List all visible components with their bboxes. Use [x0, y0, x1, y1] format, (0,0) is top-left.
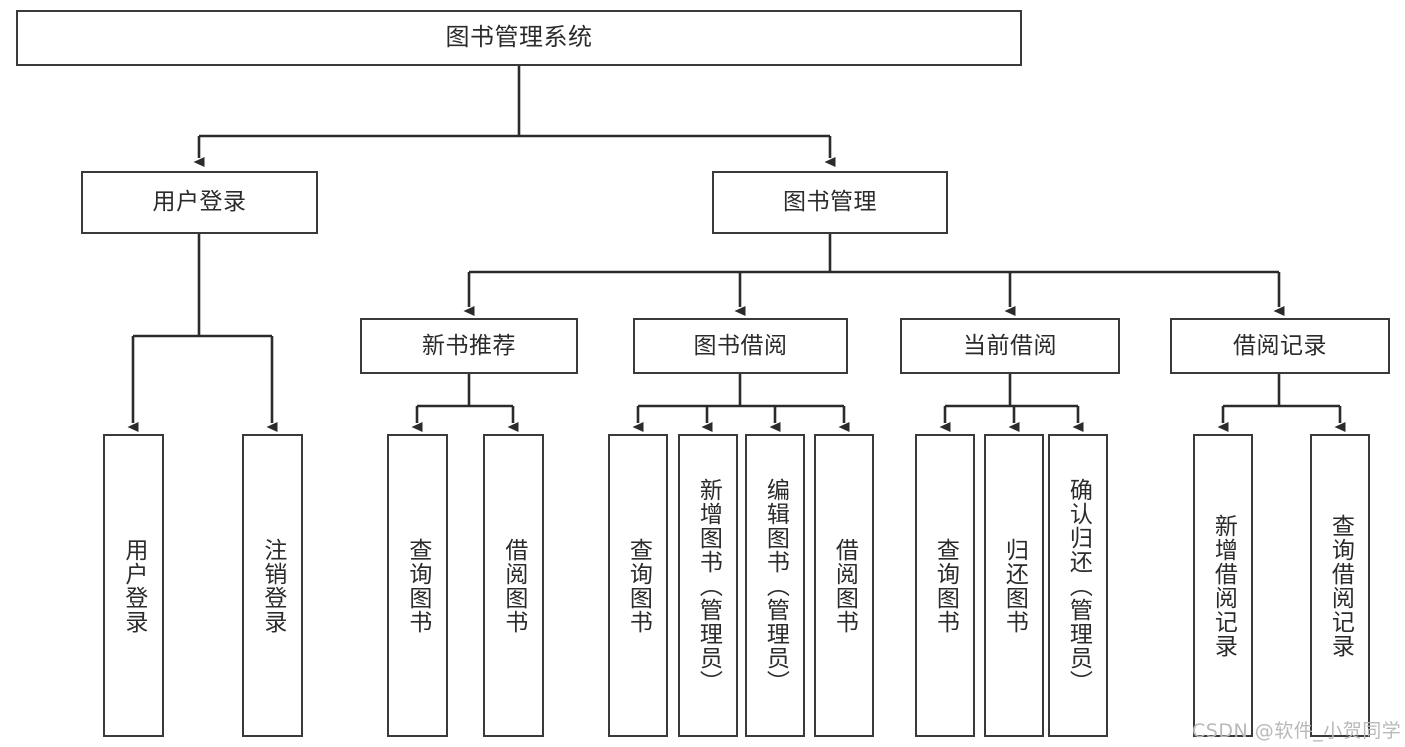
- leaf-query-book-1-label: 查询图书: [404, 537, 431, 634]
- leaf-user-login-label: 用户登录: [120, 537, 147, 634]
- leaf-query-book-3[interactable]: 查询图书: [915, 434, 975, 737]
- leaf-return-book-label: 归还图书: [1001, 537, 1028, 634]
- leaf-borrow-book-1-label: 借阅图书: [500, 537, 527, 634]
- leaf-query-book-1[interactable]: 查询图书: [387, 434, 448, 737]
- leaf-user-login[interactable]: 用户登录: [103, 434, 164, 737]
- leaf-add-record-label: 新增借阅记录: [1210, 513, 1237, 658]
- leaf-borrow-book-1[interactable]: 借阅图书: [483, 434, 544, 737]
- leaf-query-book-2-label: 查询图书: [625, 537, 652, 634]
- node-book-management[interactable]: 图书管理: [712, 171, 948, 234]
- leaf-query-book-2[interactable]: 查询图书: [608, 434, 668, 737]
- node-book-management-label: 图书管理: [783, 189, 877, 216]
- leaf-confirm-return-label: 确认归还（管理员）: [1065, 477, 1092, 694]
- node-borrow-record-label: 借阅记录: [1233, 332, 1327, 359]
- node-root-label: 图书管理系统: [445, 23, 593, 52]
- leaf-add-book[interactable]: 新增图书（管理员）: [678, 434, 738, 737]
- csdn-watermark: CSDN @软件_小贺同学: [1192, 720, 1402, 742]
- leaf-query-record-label: 查询借阅记录: [1327, 513, 1354, 658]
- leaf-user-logout-label: 注销登录: [259, 537, 286, 634]
- node-new-book-recommend[interactable]: 新书推荐: [360, 318, 578, 374]
- node-book-borrow[interactable]: 图书借阅: [633, 318, 848, 374]
- leaf-edit-book[interactable]: 编辑图书（管理员）: [745, 434, 805, 737]
- node-book-borrow-label: 图书借阅: [693, 332, 788, 359]
- node-new-book-recommend-label: 新书推荐: [422, 332, 516, 359]
- leaf-add-record[interactable]: 新增借阅记录: [1193, 434, 1253, 737]
- node-borrow-record[interactable]: 借阅记录: [1170, 318, 1390, 374]
- leaf-user-logout[interactable]: 注销登录: [242, 434, 303, 737]
- leaf-edit-book-label: 编辑图书（管理员）: [762, 477, 789, 694]
- leaf-borrow-book-2[interactable]: 借阅图书: [814, 434, 874, 737]
- node-current-borrow[interactable]: 当前借阅: [900, 318, 1120, 374]
- node-user-login[interactable]: 用户登录: [81, 171, 318, 234]
- leaf-return-book[interactable]: 归还图书: [984, 434, 1044, 737]
- node-root[interactable]: 图书管理系统: [16, 10, 1022, 66]
- leaf-query-book-3-label: 查询图书: [932, 537, 959, 634]
- node-current-borrow-label: 当前借阅: [963, 332, 1057, 359]
- leaf-add-book-label: 新增图书（管理员）: [695, 477, 722, 694]
- leaf-query-record[interactable]: 查询借阅记录: [1310, 434, 1370, 737]
- leaf-confirm-return[interactable]: 确认归还（管理员）: [1048, 434, 1108, 737]
- node-user-login-label: 用户登录: [152, 189, 247, 216]
- leaf-borrow-book-2-label: 借阅图书: [831, 537, 858, 634]
